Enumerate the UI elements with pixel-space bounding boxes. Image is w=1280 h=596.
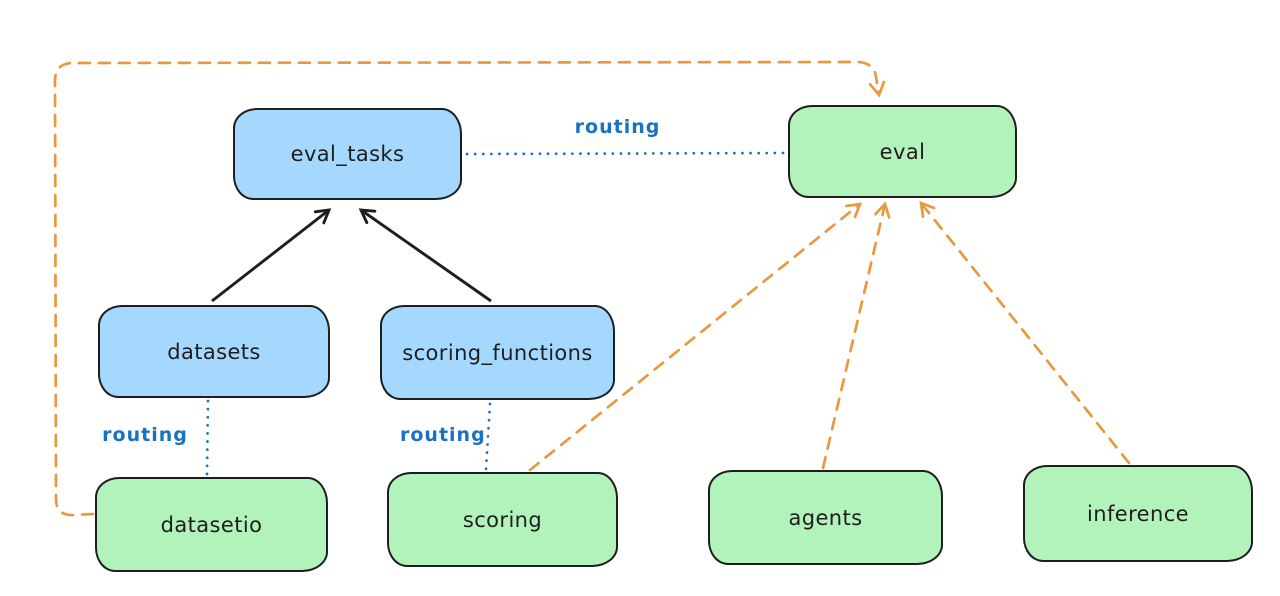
- node-scoring-label: scoring: [462, 507, 543, 532]
- edge-label-routing-datasetio: routing: [102, 424, 188, 446]
- edge-label-routing-top: routing: [574, 116, 661, 138]
- node-inference: inference: [1023, 465, 1253, 562]
- node-scoring-functions: scoring_functions: [380, 305, 615, 400]
- node-datasets: datasets: [98, 305, 330, 398]
- node-agents-label: agents: [788, 505, 863, 530]
- edge-eval-tasks-to-eval: [465, 151, 787, 156]
- edge-inference-to-eval: [919, 200, 1131, 465]
- edge-agents-to-eval: [821, 201, 891, 470]
- edge-scoring-functions-to-scoring: [484, 402, 492, 471]
- node-eval: eval: [788, 105, 1017, 198]
- edge-label-routing-scoring: routing: [400, 424, 486, 446]
- node-inference-label: inference: [1087, 501, 1189, 526]
- edge-datasets-to-datasetio: [205, 399, 210, 476]
- edge-scoring-functions-to-eval-tasks: [358, 208, 492, 303]
- node-scoring-functions-label: scoring_functions: [402, 340, 593, 365]
- node-datasetio: datasetio: [95, 477, 328, 572]
- edge-datasetio-to-eval-loop: [53, 60, 886, 517]
- edge-datasets-to-eval-tasks: [211, 208, 332, 303]
- node-eval-tasks: eval_tasks: [233, 108, 462, 200]
- node-eval-label: eval: [879, 139, 926, 164]
- node-eval-tasks-label: eval_tasks: [290, 142, 405, 166]
- node-agents: agents: [708, 470, 943, 565]
- node-datasets-label: datasets: [167, 339, 261, 364]
- node-datasetio-label: datasetio: [160, 512, 263, 537]
- node-scoring: scoring: [387, 472, 618, 567]
